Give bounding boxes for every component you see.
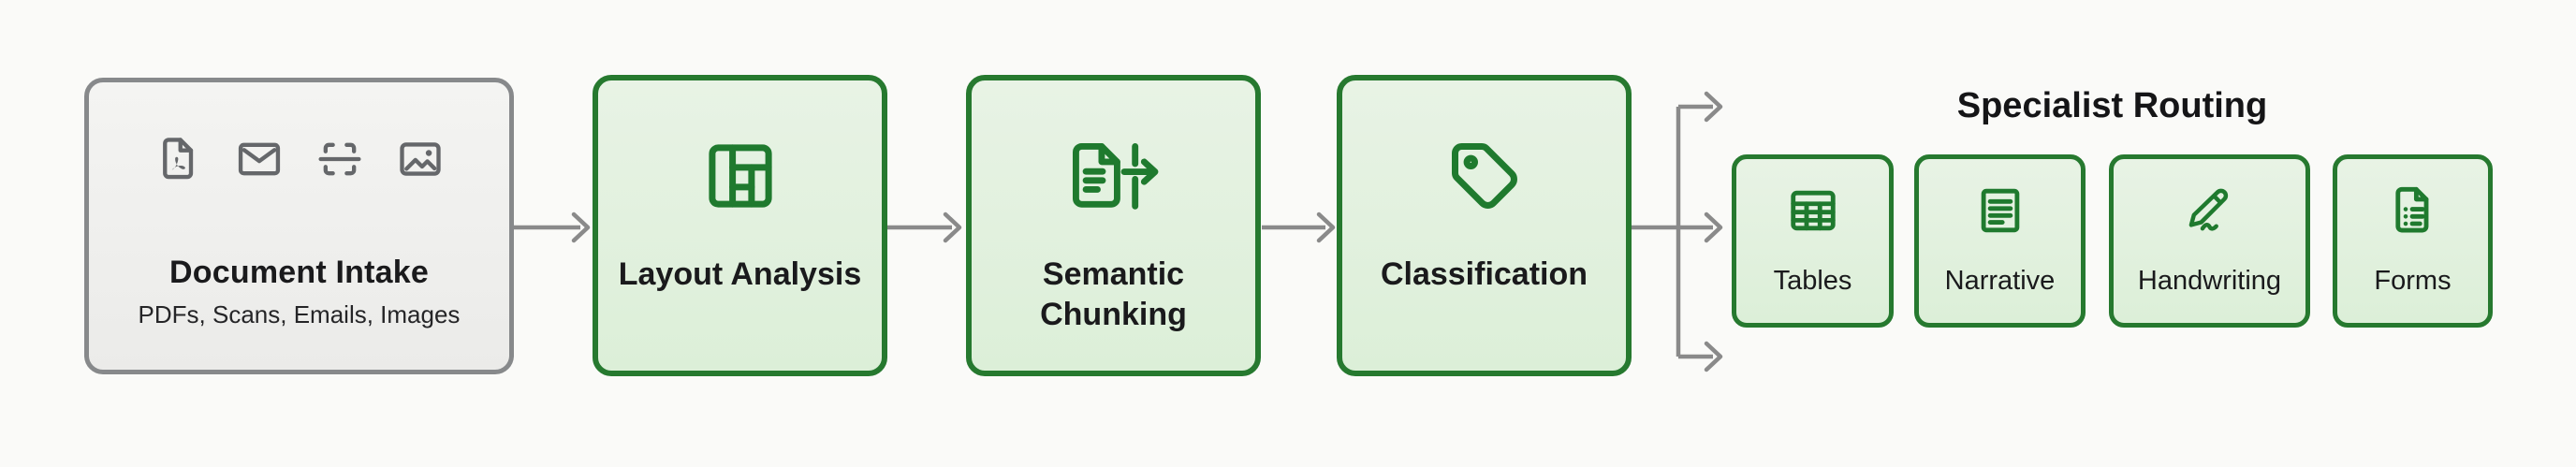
node-semantic-chunking: Semantic Chunking (966, 75, 1261, 376)
node-forms: Forms (2333, 154, 2493, 328)
image-icon (396, 135, 445, 183)
node-title: Forms (2374, 266, 2452, 296)
node-title: Semantic Chunking (1040, 256, 1187, 332)
email-icon (235, 135, 284, 183)
arrow-chunking-to-classification (1262, 212, 1336, 243)
table-grid-icon (1786, 183, 1840, 238)
node-title: Classification (1380, 256, 1588, 292)
form-checklist-icon (2386, 183, 2440, 238)
intake-icon-row (154, 135, 445, 183)
node-classification: Classification (1337, 75, 1632, 376)
specialist-routing-title: Specialist Routing (1956, 86, 2268, 125)
arrow-layout-to-chunking (887, 212, 962, 243)
node-title: Tables (1773, 266, 1852, 296)
file-split-arrow-icon (1062, 137, 1165, 215)
node-tables: Tables (1732, 154, 1894, 328)
node-document-intake: Document Intake PDFs, Scans, Emails, Ima… (84, 78, 514, 374)
document-lines-icon (1973, 183, 2027, 238)
arrow-intake-to-layout (514, 212, 591, 243)
layout-grid-icon (701, 137, 780, 215)
node-title: Narrative (1944, 266, 2056, 296)
node-title: Handwriting (2137, 266, 2282, 296)
node-title: Document Intake (169, 255, 429, 290)
pencil-signature-icon (2183, 183, 2237, 238)
node-handwriting: Handwriting (2109, 154, 2310, 328)
scan-icon (315, 135, 364, 183)
fan-out-connector (1632, 91, 1723, 372)
node-title: Layout Analysis (618, 256, 862, 292)
node-layout-analysis: Layout Analysis (593, 75, 887, 376)
node-narrative: Narrative (1914, 154, 2086, 328)
tag-icon (1445, 137, 1524, 215)
node-subtitle: PDFs, Scans, Emails, Images (138, 300, 461, 328)
pdf-file-icon (154, 135, 203, 183)
